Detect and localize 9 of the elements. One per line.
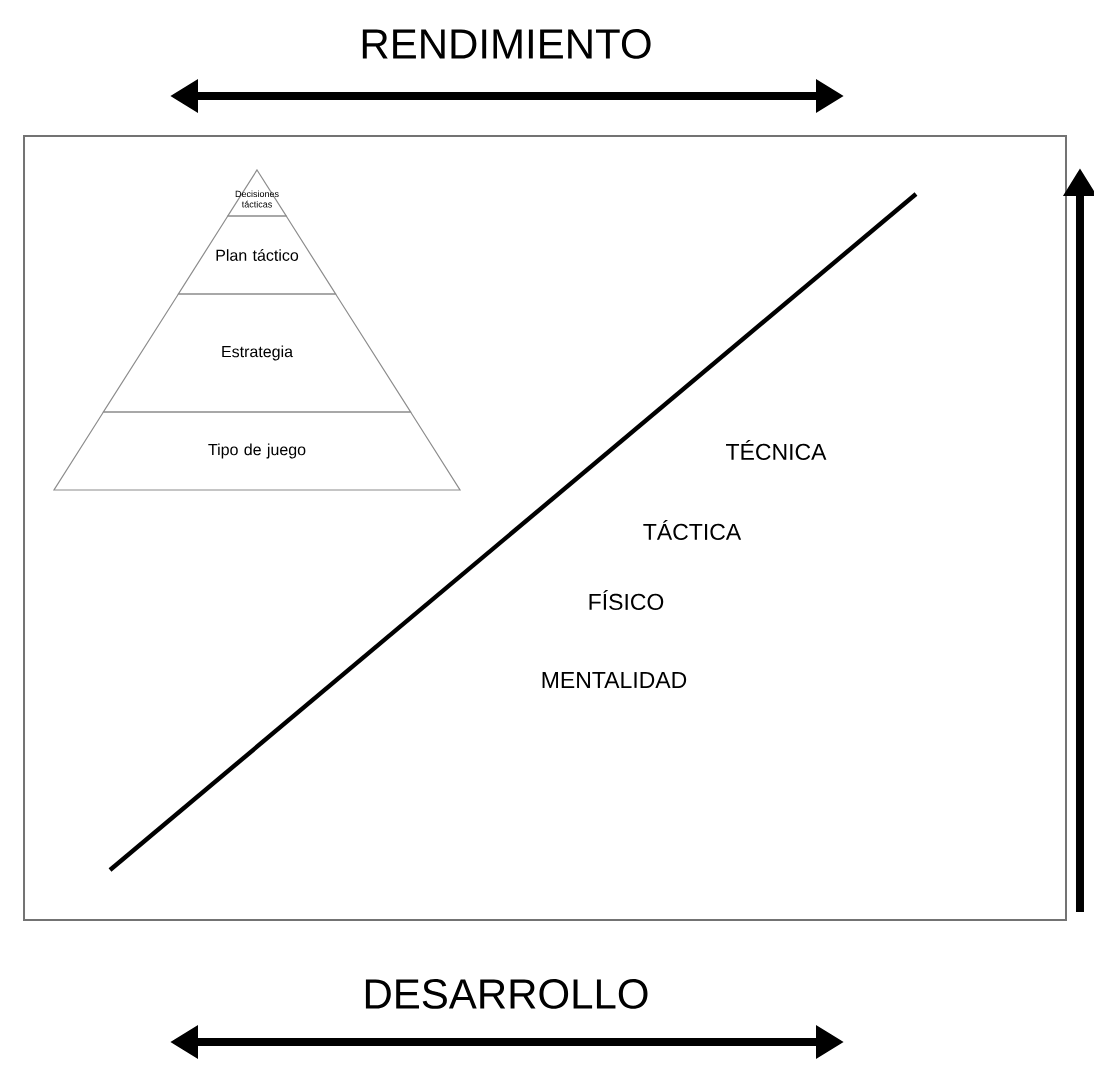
pyramid-tier: Plan táctico <box>177 215 337 295</box>
axis-title: RENDIMIENTO <box>362 29 651 59</box>
factor-label: TÉCNICA <box>726 439 827 461</box>
pyramid-tier: Estrategia <box>102 293 412 413</box>
factor-label: FÍSICO <box>589 589 664 611</box>
axis-title: DESARROLLO <box>365 979 648 1009</box>
frame-box <box>23 135 1067 921</box>
factor-label: TÁCTICA <box>643 519 742 541</box>
factor-label: MENTALIDAD <box>542 672 687 688</box>
